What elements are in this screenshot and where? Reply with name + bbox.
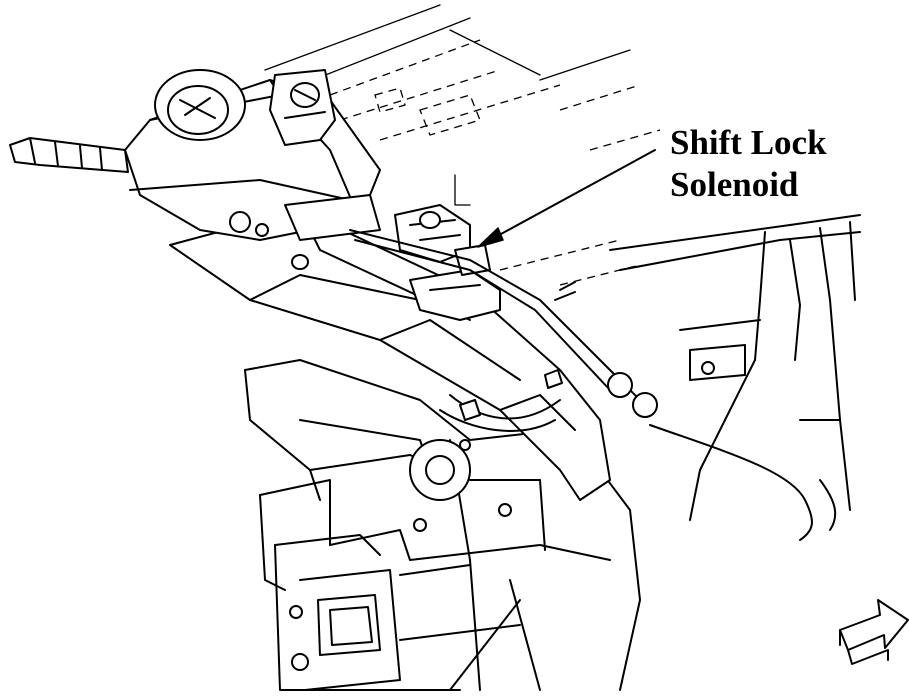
mounting-bolts — [291, 254, 563, 421]
dashboard-outline — [264, 4, 661, 286]
lower-bracket — [244, 359, 641, 691]
lower-mounting-plate — [274, 534, 521, 691]
multifunction-lever — [9, 137, 129, 173]
callout-line-2: Solenoid — [670, 165, 799, 204]
column-shroud — [124, 69, 381, 241]
callout-leader-arrow — [477, 149, 656, 248]
body-pillar-panel — [609, 214, 861, 531]
forward-direction-arrow-icon — [839, 599, 909, 665]
steering-column-tube — [169, 209, 611, 501]
callout-line-1: Shift Lock — [670, 123, 827, 162]
shift-cable — [349, 229, 813, 541]
shift-lock-solenoid-label: Shift Lock Solenoid — [666, 120, 874, 208]
ignition-switch — [269, 69, 336, 146]
